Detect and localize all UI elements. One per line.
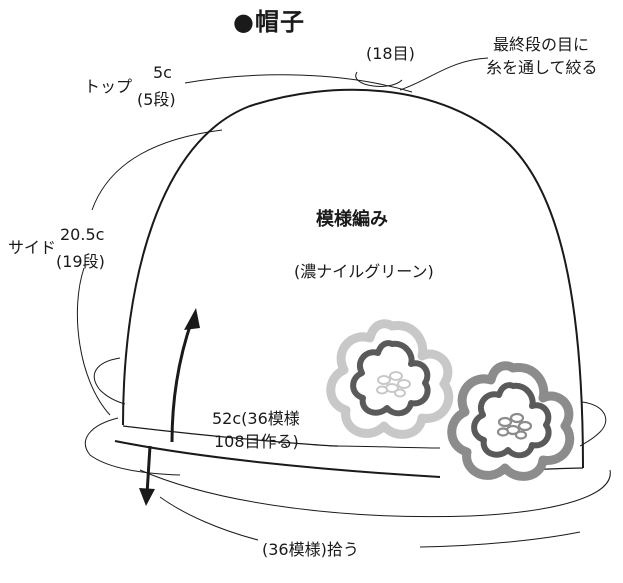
top-length: 5c [153,63,172,82]
flower-motif-dark [447,361,575,481]
pickup-leader-right [419,531,581,548]
left-brim-curl [84,417,181,476]
finish-note-line1: 最終段の目に [493,35,590,54]
top-ring [355,71,403,87]
right-hem-curl [579,401,607,447]
bottom-brim-curve [139,469,611,518]
final-stitch-count: (18目) [366,44,415,63]
finish-note-line2: 糸を通して絞る [486,58,598,77]
cast-on-line1: 52c(36模様 [212,409,300,428]
pick-up-label: (36模様)拾う [262,540,359,559]
top-rows: (5段) [137,90,176,109]
knit-direction-arrow [170,308,200,443]
side-label: サイド [8,238,57,257]
left-hem-curl [93,357,126,405]
side-dimension-arc [76,267,111,416]
castoff-guide [329,445,441,449]
finish-leader [399,57,489,91]
pattern-name: 模様編み [316,209,388,230]
side-length: 20.5c [60,225,105,244]
hat-outline [122,88,584,469]
hem-top-line [122,425,339,447]
pickup-leader-left [159,496,259,541]
side-rows: (19段) [56,252,105,271]
brim-direction-arrow [139,445,155,506]
cast-on-line2: 108目作る) [214,432,299,451]
top-label: トップ [84,77,133,96]
pattern-color: (濃ナイルグリーン) [294,262,434,281]
top-dimension-arc [184,74,413,93]
diagram-title: ●帽子 [233,8,305,36]
top-to-side-arc [91,129,223,211]
flower-motif-light [326,319,454,439]
